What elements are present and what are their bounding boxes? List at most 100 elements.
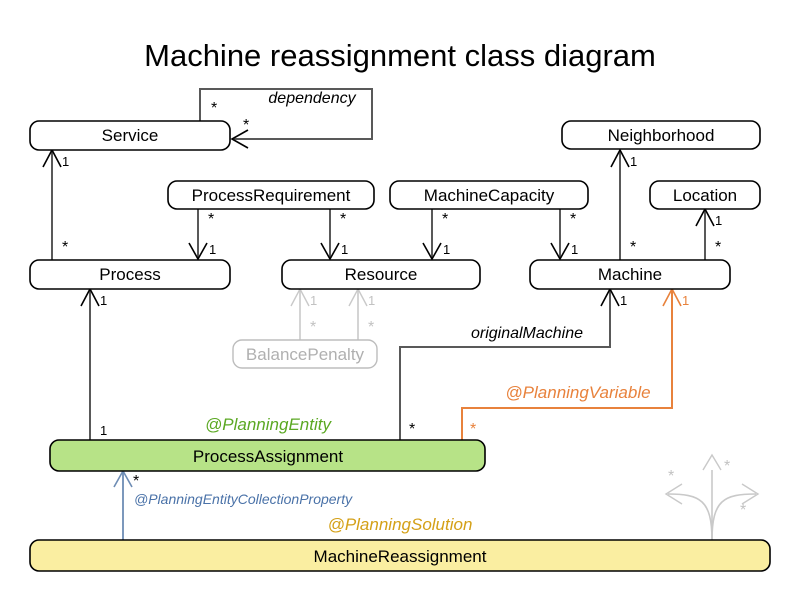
mult-decorative-left: * bbox=[668, 468, 674, 485]
class-label-machine: Machine bbox=[598, 265, 662, 284]
annotation-planning-variable: @PlanningVariable bbox=[505, 383, 650, 402]
edge-processassignment-machine-planningvariable: 1 * @PlanningVariable bbox=[461, 287, 689, 440]
edge-service-dependency: dependency * * bbox=[199, 88, 373, 149]
mult-machine-neighborhood-source: * bbox=[630, 239, 636, 256]
class-label-process-requirement: ProcessRequirement bbox=[192, 186, 351, 205]
edge-processrequirement-process-arrowhead bbox=[188, 242, 208, 261]
class-box-resource[interactable] bbox=[281, 259, 481, 290]
mult-originalmachine-source: * bbox=[409, 421, 415, 438]
edge-service-dependency-line bbox=[199, 88, 373, 140]
class-label-process-assignment: ProcessAssignment bbox=[193, 447, 344, 466]
class-node-location[interactable]: Location bbox=[649, 180, 761, 210]
edge-machine-location: 1 * bbox=[695, 207, 722, 260]
mult-machinecapacity-machine-source: * bbox=[570, 211, 576, 228]
class-node-service[interactable]: Service bbox=[29, 120, 231, 151]
mult-machinecapacity-machine-target: 1 bbox=[571, 242, 578, 257]
class-label-machine-reassignment: MachineReassignment bbox=[314, 547, 487, 566]
edge-machinecapacity-machine: * 1 bbox=[550, 208, 578, 261]
mult-processrequirement-process-source: * bbox=[208, 211, 214, 228]
mult-balancepenalty-resource-left-source: * bbox=[310, 319, 316, 336]
edge-balancepenalty-resource-right: 1 * bbox=[348, 287, 375, 340]
label-originalmachine: originalMachine bbox=[471, 325, 583, 342]
decorative-branch-left-line bbox=[667, 493, 713, 541]
class-node-machine[interactable]: Machine bbox=[529, 259, 731, 290]
edge-machinecapacity-resource: * 1 bbox=[422, 208, 450, 261]
edge-balancepenalty-resource-left: 1 * bbox=[290, 287, 317, 340]
class-box-neighborhood[interactable] bbox=[561, 120, 761, 150]
mult-balancepenalty-resource-left-target: 1 bbox=[310, 293, 317, 308]
edge-processassignment-machine-originalmachine: originalMachine 1 * bbox=[399, 287, 627, 440]
mult-balancepenalty-resource-right-source: * bbox=[368, 319, 374, 336]
mult-originalmachine-target: 1 bbox=[620, 293, 627, 308]
class-label-neighborhood: Neighborhood bbox=[608, 126, 715, 145]
mult-collectionproperty: * bbox=[133, 473, 139, 490]
mult-machine-location-source: * bbox=[715, 239, 721, 256]
class-node-resource[interactable]: Resource bbox=[281, 259, 481, 290]
decorative-branch-right-arrowhead bbox=[741, 483, 760, 505]
class-box-service[interactable] bbox=[29, 120, 231, 151]
class-box-machine-capacity[interactable] bbox=[389, 180, 589, 210]
mult-balancepenalty-resource-right-target: 1 bbox=[368, 293, 375, 308]
mult-planningvariable-target: 1 bbox=[682, 293, 689, 308]
decorative-branch-right-line bbox=[711, 493, 757, 541]
mult-process-service-source: * bbox=[62, 239, 68, 256]
mult-decorative-right: * bbox=[740, 502, 746, 519]
edge-processrequirement-resource: * 1 bbox=[320, 208, 348, 261]
edge-originalmachine-line bbox=[399, 290, 611, 440]
edge-service-dependency-arrowhead bbox=[230, 129, 249, 149]
class-label-machine-capacity: MachineCapacity bbox=[424, 186, 555, 205]
class-box-location[interactable] bbox=[649, 180, 761, 210]
mult-processassignment-process-source: 1 bbox=[100, 423, 107, 438]
annotation-planning-solution: @PlanningSolution bbox=[328, 515, 473, 534]
mult-machine-neighborhood-target: 1 bbox=[630, 154, 637, 169]
class-label-resource: Resource bbox=[345, 265, 418, 284]
class-node-process-assignment[interactable]: ProcessAssignment bbox=[49, 439, 486, 472]
class-label-location: Location bbox=[673, 186, 737, 205]
decorative-branch-center-arrowhead bbox=[702, 453, 722, 471]
edge-machinecapacity-resource-arrowhead bbox=[422, 242, 442, 261]
mult-processrequirement-process-target: 1 bbox=[209, 242, 216, 257]
decorative-branch-left-arrowhead bbox=[664, 483, 683, 505]
edge-planningvariable-line bbox=[461, 290, 673, 440]
class-label-service: Service bbox=[102, 126, 159, 145]
edge-processrequirement-process: * 1 bbox=[188, 208, 216, 261]
mult-process-service-target: 1 bbox=[62, 154, 69, 169]
mult-processassignment-process-target: 1 bbox=[100, 293, 107, 308]
mult-dependency-target: * bbox=[243, 117, 249, 134]
edge-processrequirement-resource-arrowhead bbox=[320, 242, 340, 261]
edge-processassignment-process: 1 1 bbox=[80, 287, 107, 440]
mult-machinecapacity-resource-source: * bbox=[442, 211, 448, 228]
edge-machinecapacity-machine-arrowhead bbox=[550, 242, 570, 261]
class-node-process-requirement[interactable]: ProcessRequirement bbox=[167, 180, 375, 210]
mult-machinecapacity-resource-target: 1 bbox=[443, 242, 450, 257]
edge-machinereassignment-processassignment: * @PlanningEntityCollectionProperty bbox=[113, 469, 353, 540]
class-node-neighborhood[interactable]: Neighborhood bbox=[561, 120, 761, 150]
class-box-machine-reassignment[interactable] bbox=[29, 539, 771, 572]
annotation-planning-entity: @PlanningEntity bbox=[205, 415, 332, 434]
mult-processrequirement-resource-target: 1 bbox=[341, 242, 348, 257]
edge-process-service: 1 * bbox=[42, 148, 69, 260]
label-dependency: dependency bbox=[268, 90, 356, 107]
mult-planningvariable-source: * bbox=[470, 421, 476, 438]
mult-decorative-center: * bbox=[724, 458, 730, 475]
class-label-process: Process bbox=[99, 265, 160, 284]
edge-machine-neighborhood: 1 * bbox=[610, 148, 637, 260]
class-box-process-assignment[interactable] bbox=[49, 439, 486, 472]
diagram-title: Machine reassignment class diagram bbox=[144, 38, 656, 73]
class-node-balance-penalty[interactable]: BalancePenalty bbox=[232, 339, 378, 369]
class-node-process[interactable]: Process bbox=[29, 259, 231, 290]
class-node-machine-capacity[interactable]: MachineCapacity bbox=[389, 180, 589, 210]
class-label-balance-penalty: BalancePenalty bbox=[246, 345, 365, 364]
edge-machinereassignment-decorative-branches: * * * bbox=[664, 453, 760, 541]
mult-processrequirement-resource-source: * bbox=[340, 211, 346, 228]
class-box-balance-penalty[interactable] bbox=[232, 339, 378, 369]
mult-machine-location-target: 1 bbox=[715, 213, 722, 228]
class-box-process-requirement[interactable] bbox=[167, 180, 375, 210]
mult-dependency-source: * bbox=[211, 100, 217, 117]
class-box-process[interactable] bbox=[29, 259, 231, 290]
class-box-machine[interactable] bbox=[529, 259, 731, 290]
edge-machine-neighborhood-arrowhead bbox=[610, 148, 630, 168]
class-node-machine-reassignment[interactable]: MachineReassignment bbox=[29, 539, 771, 572]
